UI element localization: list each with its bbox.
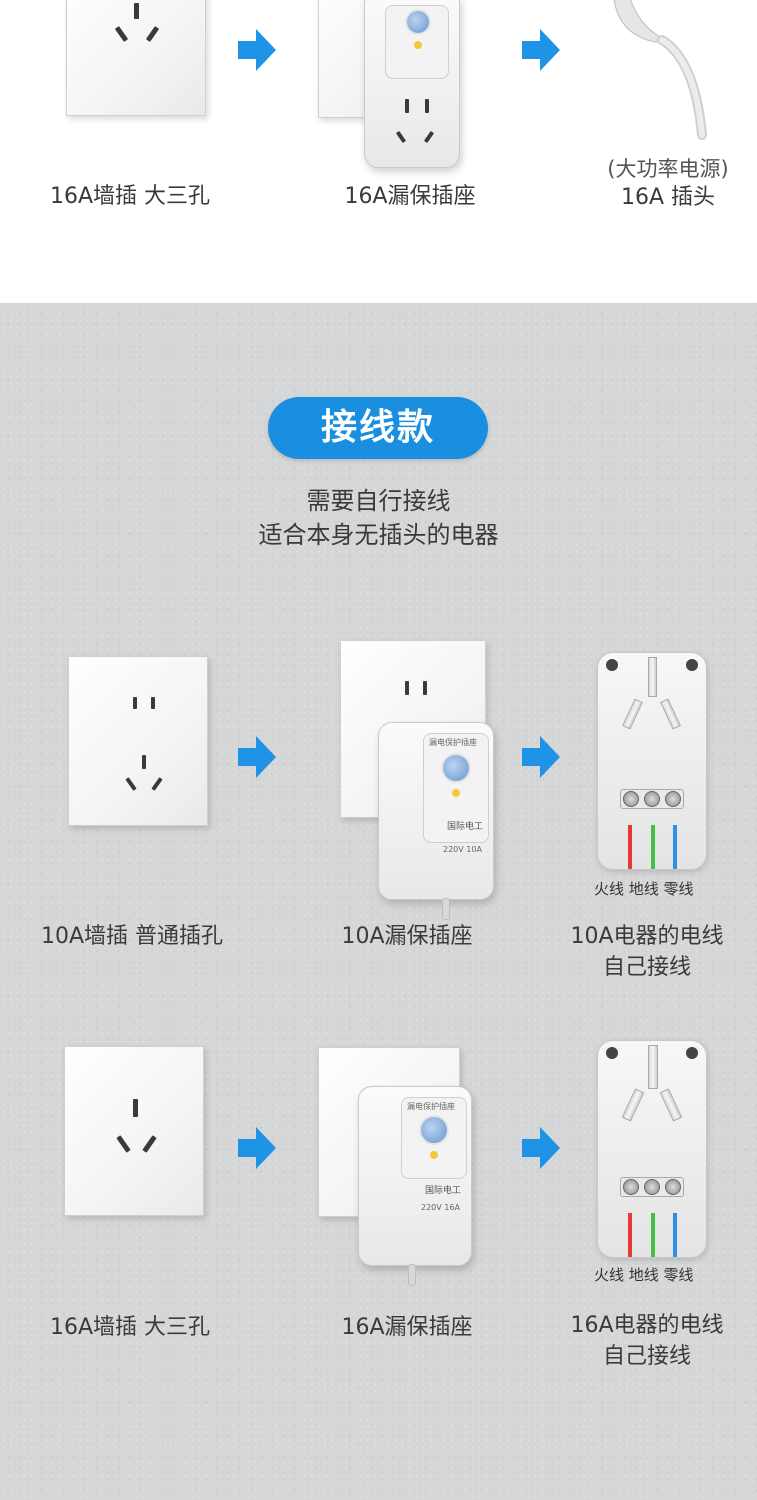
wire-labels: 火线 地线 零线 <box>594 880 694 898</box>
section-subtitle-2: 适合本身无插头的电器 <box>258 521 499 549</box>
section-badge: 接线款 <box>268 397 488 459</box>
plug-label-line1: 10A电器的电线 <box>570 924 724 949</box>
wall-socket-label: 16A墙插 大三孔 <box>49 184 211 209</box>
arrow-right-icon <box>522 736 560 778</box>
arrow-right-icon <box>238 1127 276 1169</box>
wire-labels: 火线 地线 零线 <box>594 1266 694 1284</box>
leakage-protector-10a-icon: 漏电保护插座 国际电工 220V 10A <box>378 722 494 900</box>
wall-socket-16a-icon <box>66 0 206 116</box>
plug-10a-icon <box>597 652 707 870</box>
wall-socket-16a-icon <box>64 1046 204 1216</box>
plug-label-line1: 16A电器的电线 <box>570 1313 724 1338</box>
arrow-right-icon <box>522 1127 560 1169</box>
leakage-socket-label: 10A漏保插座 <box>341 924 473 949</box>
leakage-protector-16a-icon: 漏电保护插座 国际电工 220V 16A <box>358 1086 472 1266</box>
power-cable <box>442 898 450 920</box>
leakage-socket-label: 16A漏保插座 <box>341 1315 473 1340</box>
arrow-right-icon <box>238 29 276 71</box>
plug-label: 16A 插头 <box>620 185 716 210</box>
wiring-section <box>0 303 757 1500</box>
section-subtitle-1: 需要自行接线 <box>306 487 451 515</box>
power-cable <box>408 1264 416 1286</box>
leakage-socket-label: 16A漏保插座 <box>344 184 476 209</box>
power-plug-icon <box>600 0 720 140</box>
wall-socket-label: 16A墙插 大三孔 <box>49 1315 211 1340</box>
arrow-right-icon <box>522 29 560 71</box>
plug-16a-icon <box>597 1040 707 1258</box>
leakage-protector-icon <box>364 0 460 168</box>
plug-label-line2: 自己接线 <box>602 955 691 980</box>
wall-socket-label: 10A墙插 普通插孔 <box>40 924 224 949</box>
top-section: 16A墙插 大三孔 16A漏保插座 (大功率电源) 16A 插头 <box>0 0 757 303</box>
arrow-right-icon <box>238 736 276 778</box>
wall-socket-10a-icon <box>68 656 208 826</box>
plug-label-line2: 自己接线 <box>602 1344 691 1369</box>
plug-note-label: (大功率电源) <box>607 157 729 181</box>
